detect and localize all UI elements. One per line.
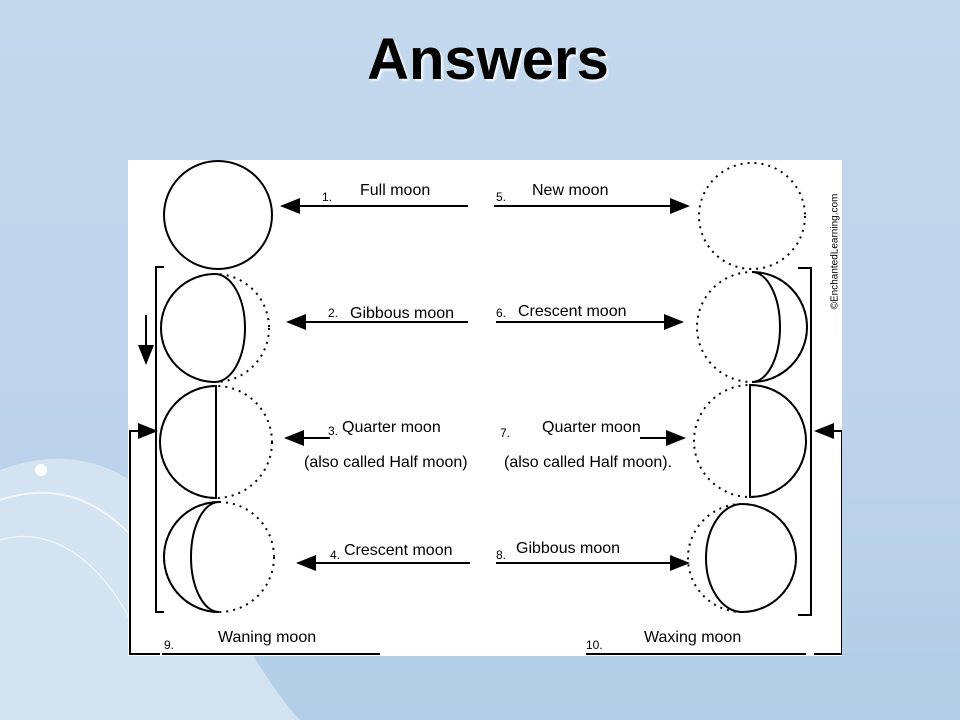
phase-number-5: 5. xyxy=(496,190,507,204)
waxing-loop xyxy=(814,423,842,655)
phase-label-quarter-moon-waxing: Quarter moon xyxy=(542,419,641,436)
waxing-gibbous-shape xyxy=(687,502,797,614)
slide-title: Answers xyxy=(367,27,609,92)
group-label-waxing-moon: Waxing moon xyxy=(644,629,742,646)
phase-number-8: 8. xyxy=(496,548,507,562)
moon-phases-diagram: 1. Full moon 2. Gibbous moon 3. Quarter … xyxy=(128,160,842,656)
waning-gibbous-shape xyxy=(160,272,270,384)
phase-label-quarter-moon: Quarter moon xyxy=(342,419,441,436)
phase-number-1: 1. xyxy=(322,190,333,204)
waxing-quarter-shape xyxy=(693,383,807,499)
waning-crescent-shape xyxy=(163,501,275,613)
phase-label-new-moon: New moon xyxy=(532,182,609,199)
waning-quarter-shape xyxy=(159,384,273,500)
phase-note-half-moon-waxing: (also called Half moon). xyxy=(504,454,673,471)
copyright-text: ©EnchantedLearning.com xyxy=(829,193,841,310)
phase-number-6: 6. xyxy=(496,306,507,320)
phase-number-7: 7. xyxy=(500,426,511,440)
phase-label-gibbous-moon-waxing: Gibbous moon xyxy=(516,540,621,557)
waning-loop xyxy=(129,423,160,655)
phase-label-crescent-moon: Crescent moon xyxy=(344,542,453,559)
new-moon-shape xyxy=(698,162,806,270)
phase-note-half-moon: (also called Half moon) xyxy=(304,454,468,471)
phase-number-3: 3. xyxy=(328,424,339,438)
group-label-waning-moon: Waning moon xyxy=(218,629,317,646)
group-number-9: 9. xyxy=(164,638,175,652)
phase-label-full-moon: Full moon xyxy=(360,182,431,199)
left-bracket xyxy=(155,266,164,613)
copyright-notice: ©EnchantedLearning.com xyxy=(828,168,842,338)
phase-label-gibbous-moon: Gibbous moon xyxy=(350,305,455,322)
phase-label-crescent-moon-waxing: Crescent moon xyxy=(518,303,627,320)
waxing-crescent-shape xyxy=(696,271,808,383)
phase-number-4: 4. xyxy=(330,548,341,562)
phase-number-2: 2. xyxy=(328,306,339,320)
right-bracket xyxy=(798,267,812,616)
diagram-drawing xyxy=(129,160,842,655)
full-moon-shape xyxy=(163,160,273,270)
group-number-10: 10. xyxy=(586,638,603,652)
